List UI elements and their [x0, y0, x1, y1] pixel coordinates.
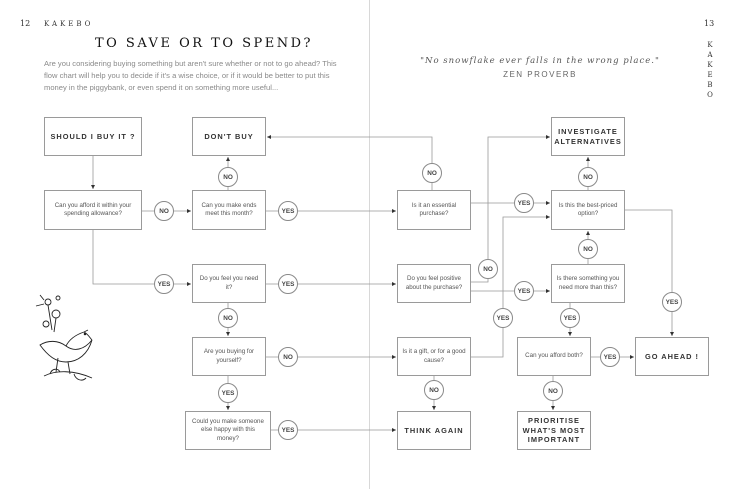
running-head: KAKEBO — [44, 20, 94, 28]
page-number-right: 13 — [704, 19, 715, 28]
answer-yes: YES — [278, 420, 298, 440]
node-label: Can you make ends meet this month? — [201, 201, 257, 218]
node-label: Are you buying for yourself? — [203, 348, 255, 364]
answer-yes: YES — [514, 193, 534, 213]
quote-author: ZEN PROVERB — [503, 70, 577, 79]
answer-yes: YES — [154, 274, 174, 294]
answer-yes: YES — [600, 347, 620, 367]
vertical-running-head: K A K E B O — [705, 40, 715, 100]
node-need-more: Is there something you need more than th… — [551, 264, 625, 303]
answer-no: NO — [543, 381, 563, 401]
node-label: PRIORITISE WHAT'S MOST IMPORTANT — [522, 416, 586, 445]
node-gift: Is it a gift, or for a good cause? — [397, 337, 471, 376]
node-positive: Do you feel positive about the purchase? — [397, 264, 471, 303]
node-yourself: Are you buying for yourself? — [192, 337, 266, 376]
node-go-ahead: GO AHEAD ! — [635, 337, 709, 376]
node-afford: Can you afford it within your spending a… — [44, 190, 142, 230]
quote: "No snowflake ever falls in the wrong pl… — [420, 56, 660, 66]
node-label: Can you afford both? — [525, 352, 583, 360]
page-title: TO SAVE OR TO SPEND? — [94, 36, 314, 51]
answer-no: NO — [218, 167, 238, 187]
answer-yes: YES — [493, 308, 513, 328]
node-start: SHOULD I BUY IT ? — [44, 117, 142, 156]
answer-yes: YES — [662, 292, 682, 312]
answer-no: NO — [422, 163, 442, 183]
letter: A — [707, 51, 713, 59]
letter: B — [707, 81, 713, 89]
answer-yes: YES — [278, 201, 298, 221]
node-label: Is it an essential purchase? — [411, 201, 457, 218]
answer-yes: YES — [218, 383, 238, 403]
letter: K — [707, 61, 713, 69]
node-label: INVESTIGATE ALTERNATIVES — [554, 127, 622, 146]
answer-yes: YES — [514, 281, 534, 301]
node-think-again: THINK AGAIN — [397, 411, 471, 450]
answer-no: NO — [478, 259, 498, 279]
node-someone-else: Could you make someone else happy with t… — [185, 411, 271, 450]
node-label: THINK AGAIN — [404, 425, 464, 435]
node-label: DON'T BUY — [204, 131, 254, 141]
node-prioritise: PRIORITISE WHAT'S MOST IMPORTANT — [517, 411, 591, 450]
answer-yes: YES — [560, 308, 580, 328]
node-label: Could you make someone else happy with t… — [192, 417, 264, 442]
bird-illustration-icon — [35, 294, 93, 381]
node-label: Can you afford it within your spending a… — [54, 201, 132, 218]
node-dont-buy: DON'T BUY — [192, 117, 266, 156]
node-label: Do you feel you need it? — [199, 275, 259, 291]
answer-no: NO — [424, 380, 444, 400]
node-ends-meet: Can you make ends meet this month? — [192, 190, 266, 230]
node-label: GO AHEAD ! — [644, 351, 700, 361]
page-gutter — [369, 0, 370, 489]
node-essential: Is it an essential purchase? — [397, 190, 471, 230]
node-afford-both: Can you afford both? — [517, 337, 591, 376]
node-investigate: INVESTIGATE ALTERNATIVES — [551, 117, 625, 156]
answer-yes: YES — [278, 274, 298, 294]
page-number-left: 12 — [20, 19, 31, 28]
node-label: Is it a gift, or for a good cause? — [402, 348, 466, 364]
letter: O — [707, 91, 713, 99]
answer-no: NO — [578, 239, 598, 259]
answer-no: NO — [218, 308, 238, 328]
intro-text: Are you considering buying something but… — [44, 59, 337, 92]
node-label: Is this the best-priced option? — [558, 201, 618, 218]
answer-no: NO — [578, 167, 598, 187]
answer-no: NO — [154, 201, 174, 221]
node-label: SHOULD I BUY IT ? — [50, 131, 136, 141]
node-need: Do you feel you need it? — [192, 264, 266, 303]
letter: K — [707, 41, 713, 49]
node-best-priced: Is this the best-priced option? — [551, 190, 625, 230]
node-label: Do you feel positive about the purchase? — [405, 275, 463, 291]
node-label: Is there something you need more than th… — [556, 275, 620, 291]
answer-no: NO — [278, 347, 298, 367]
letter: E — [707, 71, 713, 79]
